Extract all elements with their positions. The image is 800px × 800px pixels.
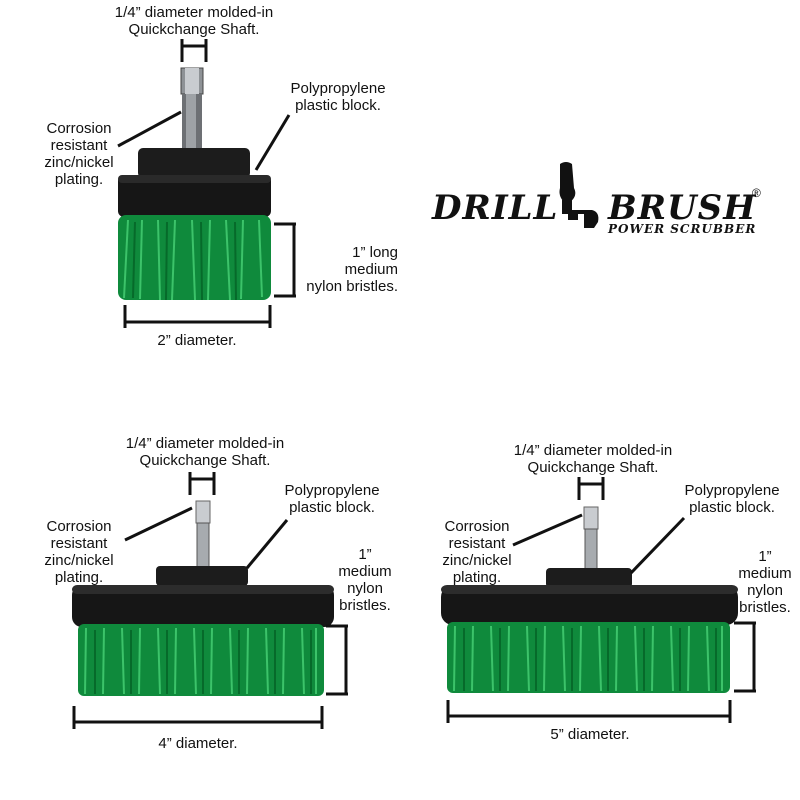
- plating-label-line: Corrosion: [444, 518, 510, 535]
- bristles-medium: [78, 624, 324, 696]
- shaft-label-medium: 1/4” diameter molded-in Quickchange Shaf…: [110, 435, 300, 469]
- block-label-large: Polypropylene plastic block.: [672, 482, 792, 516]
- block-label-small: Polypropylene plastic block.: [278, 80, 398, 114]
- diameter-label-large: 5” diameter.: [550, 726, 630, 743]
- drill-brush-logo-icon: [559, 162, 599, 228]
- shaft-label-small: 1/4” diameter molded-in Quickchange Shaf…: [104, 4, 284, 38]
- block-label-line: Polypropylene: [284, 482, 380, 499]
- dimension-lines-small: [117, 39, 296, 328]
- diameter-label-small: 2” diameter.: [157, 332, 237, 349]
- logo-word-drill: DRILL: [432, 188, 559, 228]
- bristles-large: [447, 622, 730, 693]
- bristle-label-line: medium: [344, 261, 398, 278]
- plating-label-line: plating.: [452, 569, 502, 586]
- brush-large: [441, 477, 756, 723]
- bristle-label-large: 1” medium nylon bristles.: [732, 548, 798, 616]
- dimension-lines-medium: [72, 472, 348, 729]
- bristle-label-line: nylon: [747, 582, 783, 599]
- block-large: [441, 568, 738, 625]
- shaft-label-line: Quickchange Shaft.: [527, 459, 659, 476]
- shaft-medium: [195, 500, 211, 569]
- plating-label-small: Corrosion resistant zinc/nickel plating.: [34, 120, 124, 188]
- plating-label-line: plating.: [54, 569, 104, 586]
- bristle-label-line: 1”: [358, 546, 372, 563]
- bristles-small: [118, 215, 271, 301]
- block-label-medium: Polypropylene plastic block.: [272, 482, 392, 516]
- drillbrush-logo: DRILL BRUSH POWER SCRUBBER ®: [430, 160, 775, 245]
- logo-word-brush: BRUSH: [608, 188, 757, 228]
- diameter-label-medium: 4” diameter.: [158, 735, 238, 752]
- block-medium: [72, 566, 334, 627]
- block-label-line: Polypropylene: [290, 80, 386, 97]
- plating-label-line: resistant: [50, 535, 108, 552]
- shaft-large: [583, 506, 599, 570]
- block-label-line: Polypropylene: [684, 482, 780, 499]
- dimension-lines-large: [446, 477, 756, 723]
- plating-label-line: plating.: [54, 171, 104, 188]
- shaft-label-line: 1/4” diameter molded-in: [114, 4, 274, 21]
- plating-label-medium: Corrosion resistant zinc/nickel plating.: [34, 518, 124, 586]
- plating-label-line: resistant: [448, 535, 506, 552]
- bristle-label-medium: 1” medium nylon bristles.: [330, 546, 400, 614]
- plating-label-line: Corrosion: [46, 518, 112, 535]
- plating-label-line: Corrosion: [46, 120, 112, 137]
- logo-registered-mark: ®: [752, 186, 761, 200]
- bristle-label-line: nylon bristles.: [306, 278, 398, 295]
- shaft-label-large: 1/4” diameter molded-in Quickchange Shaf…: [498, 442, 688, 476]
- block-label-line: plastic block.: [289, 499, 375, 516]
- shaft-label-line: Quickchange Shaft.: [128, 21, 260, 38]
- bristle-label-line: medium: [338, 563, 392, 580]
- bristle-label-line: bristles.: [339, 597, 391, 614]
- brush-medium: [72, 472, 348, 729]
- block-small: [118, 148, 271, 217]
- shaft-label-line: Quickchange Shaft.: [139, 452, 271, 469]
- bristle-label-line: medium: [738, 565, 792, 582]
- bristle-label-small: 1” long medium nylon bristles.: [290, 244, 398, 295]
- shaft-small: [180, 67, 204, 149]
- logo-tagline: POWER SCRUBBER: [608, 222, 757, 236]
- plating-label-line: zinc/nickel: [44, 154, 114, 171]
- plating-label-large: Corrosion resistant zinc/nickel plating.: [430, 518, 524, 586]
- bristle-label-line: 1”: [758, 548, 772, 565]
- block-label-line: plastic block.: [689, 499, 775, 516]
- plating-label-line: zinc/nickel: [44, 552, 114, 569]
- block-label-line: plastic block.: [295, 97, 381, 114]
- brush-small: [117, 39, 296, 328]
- shaft-label-line: 1/4” diameter molded-in: [513, 442, 673, 459]
- shaft-label-line: 1/4” diameter molded-in: [125, 435, 285, 452]
- plating-label-line: resistant: [50, 137, 108, 154]
- bristle-label-line: 1” long: [352, 244, 398, 261]
- bristle-label-line: bristles.: [739, 599, 791, 616]
- bristle-label-line: nylon: [347, 580, 383, 597]
- plating-label-line: zinc/nickel: [442, 552, 512, 569]
